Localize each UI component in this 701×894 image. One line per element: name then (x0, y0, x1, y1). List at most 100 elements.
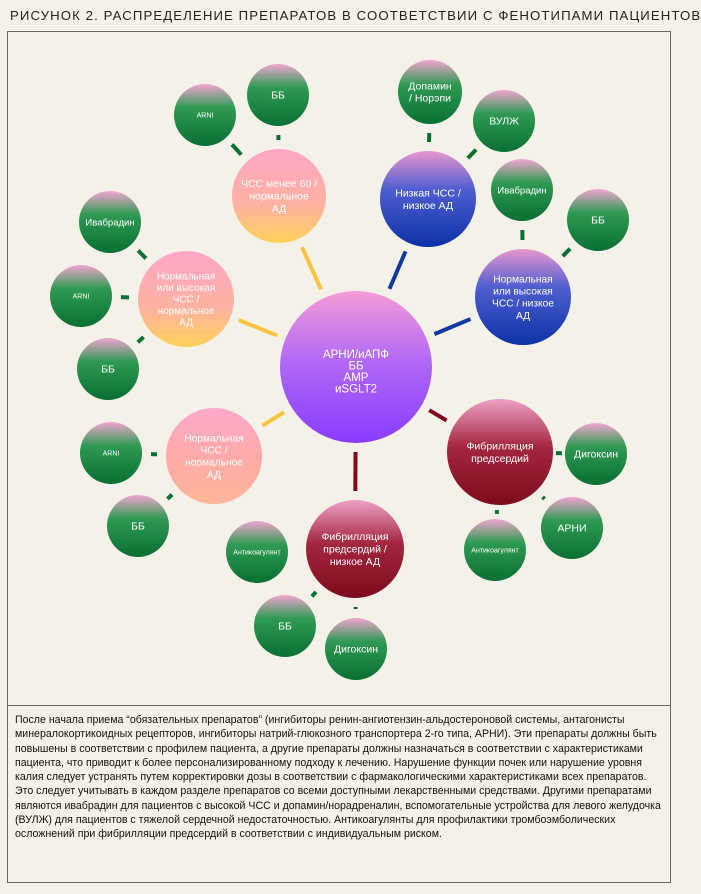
phenotype-label: ЧСС / (173, 295, 200, 306)
link-center-high-hr-normal-bp (238, 318, 278, 338)
drug-circle (254, 595, 316, 657)
phenotype-label: Нормальная (493, 274, 552, 285)
drug-node: ARNI (80, 422, 142, 484)
drug-node: Ивабрадин (491, 159, 553, 221)
drug-label: Ивабрадин (497, 185, 546, 196)
phenotype-label: низкое АД (403, 200, 453, 212)
phenotype-circle (380, 151, 476, 247)
drug-label: ББ (591, 215, 605, 227)
caption-divider (7, 705, 671, 706)
drug-label: ББ (271, 90, 285, 102)
drug-circle (50, 265, 112, 327)
drug-node: ББ (567, 189, 629, 251)
phenotype-label: АД (272, 203, 286, 215)
drug-circle (541, 497, 603, 559)
phenotype-node-low-hr-low-bp: Низкая ЧСС /низкое АД (380, 151, 476, 247)
drug-circle (491, 159, 553, 221)
drug-label: ARNI (197, 112, 214, 119)
drug-node: ББ (254, 595, 316, 657)
drug-circle (77, 338, 139, 400)
drug-label: Антикоагулянт (233, 549, 281, 556)
phenotype-circle (447, 399, 553, 505)
drug-circle (107, 495, 169, 557)
drug-circle (79, 191, 141, 253)
drug-circle (174, 84, 236, 146)
drug-node: АРНИ (541, 497, 603, 559)
drug-label: АРНИ (557, 523, 586, 535)
link-drug-13 (166, 493, 174, 501)
drug-label: Ивабрадин (85, 217, 134, 228)
drug-node: Дигоксин (325, 618, 387, 680)
drug-circle (80, 422, 142, 484)
drug-label: Дигоксин (574, 449, 618, 461)
center-label: АМР (344, 372, 369, 384)
phenotype-label: Нормальная (157, 271, 215, 282)
phenotype-label: ЧСС менее 60 / (241, 178, 317, 190)
phenotype-label: нормальное (249, 191, 309, 203)
drug-node: ARNI (174, 84, 236, 146)
link-drug-16 (136, 335, 145, 344)
link-drug-0 (230, 143, 243, 157)
figure-caption: После начала приема “обязательных препар… (15, 714, 661, 841)
drug-node: ВУЛЖ (473, 90, 535, 152)
drug-node: Допамин/ Норэпи (398, 60, 462, 124)
drug-circle (247, 64, 309, 126)
drug-circle (567, 189, 629, 251)
phenotype-label: или высокая (157, 283, 216, 294)
phenotype-circle (306, 500, 404, 598)
drug-node: Дигоксин (565, 423, 627, 485)
link-center-normal-hr-normal-bp (261, 410, 286, 428)
phenotype-label: Фибрилляция (466, 440, 533, 452)
drug-circle (565, 423, 627, 485)
phenotype-label: низкое АД (330, 556, 380, 568)
drug-label: Допамин/ Норэпи (408, 81, 452, 105)
drug-node: ББ (107, 495, 169, 557)
drug-label: ББ (278, 621, 292, 633)
center-circle (280, 291, 432, 443)
phenotype-label: АД (207, 470, 221, 481)
link-drug-7 (541, 495, 546, 501)
drug-node: Антикоагулянт (226, 521, 288, 583)
drug-circle (464, 519, 526, 581)
link-center-af (428, 408, 448, 423)
drug-label: ББ (131, 521, 145, 533)
drug-label: ВУЛЖ (489, 116, 519, 128)
figure-frame (7, 31, 671, 883)
center-label: иSGLT2 (335, 383, 377, 395)
drug-node: ARNI (50, 265, 112, 327)
drug-label: Антикоагулянт (471, 547, 519, 554)
phenotype-label: Нормальная (184, 433, 243, 444)
phenotype-label: АД (516, 311, 530, 322)
phenotype-label: АД (179, 318, 193, 329)
phenotype-label: нормальное (158, 306, 215, 317)
figure-title: РИСУНОК 2. РАСПРЕДЕЛЕНИЕ ПРЕПАРАТОВ В СО… (10, 8, 701, 23)
phenotype-label: предсердий (471, 453, 529, 465)
drug-node: Ивабрадин (79, 191, 141, 253)
phenotype-label: предсердий / (323, 544, 387, 556)
drug-node: ББ (247, 64, 309, 126)
drug-circle (398, 60, 462, 124)
drug-label: ARNI (103, 450, 120, 457)
phenotype-label: ЧСС / (200, 445, 227, 456)
link-drug-10 (310, 590, 318, 598)
drug-node: ББ (77, 338, 139, 400)
phenotype-circle (475, 249, 571, 345)
link-center-hr-low (300, 246, 323, 291)
drug-label: ARNI (73, 293, 90, 300)
drug-node: Антикоагулянт (464, 519, 526, 581)
link-drug-3 (466, 148, 478, 160)
phenotype-label: нормальное (185, 458, 243, 469)
phenotype-label: Фибрилляция (321, 531, 388, 543)
phenotype-label: Низкая ЧСС / (395, 187, 461, 199)
drug-circle (325, 618, 387, 680)
drug-circle (473, 90, 535, 152)
link-drug-5 (561, 247, 572, 258)
